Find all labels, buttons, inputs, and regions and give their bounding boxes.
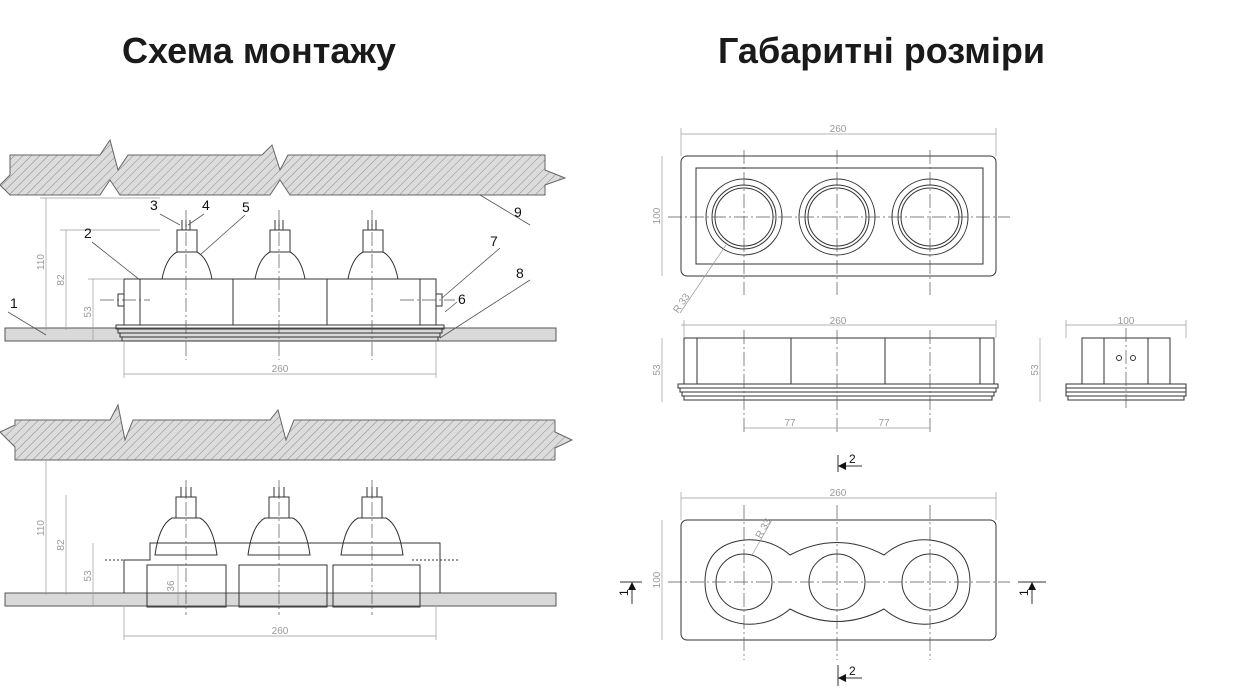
dim-260-view-front: 260 bbox=[830, 316, 847, 327]
callouts: 1 2 3 4 5 6 7 8 9 bbox=[7, 194, 531, 339]
view-front: 260 53 77 77 bbox=[652, 316, 999, 435]
section-1-right: 1 bbox=[1017, 589, 1031, 596]
lamp-3-top bbox=[347, 220, 399, 280]
callout-6: 6 bbox=[458, 291, 466, 307]
dim-82-bottom: 82 bbox=[56, 539, 67, 551]
fixture-body-top bbox=[123, 278, 437, 326]
callout-1: 1 bbox=[10, 295, 18, 311]
title-overall-dimensions: Габаритні розміри bbox=[718, 30, 1045, 71]
dim-260-bottom: 260 bbox=[272, 626, 289, 637]
callout-9: 9 bbox=[514, 204, 522, 220]
installation-bottom: 110 82 53 36 260 bbox=[0, 403, 574, 640]
ceiling-board-bottom bbox=[4, 592, 557, 607]
callout-5: 5 bbox=[242, 199, 250, 215]
callout-8: 8 bbox=[516, 265, 524, 281]
title-mounting-scheme: Схема монтажу bbox=[122, 30, 396, 71]
dim-36-bottom: 36 bbox=[166, 580, 177, 592]
dim-53-view-side: 53 bbox=[1030, 364, 1041, 376]
dim-77-right: 77 bbox=[878, 418, 890, 429]
lamp-2-top bbox=[254, 220, 306, 280]
callout-2: 2 bbox=[84, 225, 92, 241]
dim-100-view-bottom: 100 bbox=[652, 571, 663, 588]
dim-110-top: 110 bbox=[36, 254, 47, 270]
dim-100-view-side: 100 bbox=[1118, 316, 1135, 327]
dim-53-top: 53 bbox=[83, 306, 94, 318]
section-2-upper: 2 bbox=[849, 452, 856, 466]
dim-82-top: 82 bbox=[56, 274, 67, 286]
dim-260-view-top: 260 bbox=[830, 124, 847, 135]
dim-77-left: 77 bbox=[784, 418, 796, 429]
dim-260-top: 260 bbox=[272, 364, 289, 375]
callout-3: 3 bbox=[150, 197, 158, 213]
section-markers: 2 2 1 1 bbox=[617, 452, 1046, 686]
lamp-1-top bbox=[161, 220, 213, 280]
view-side: 100 53 bbox=[1030, 316, 1187, 410]
ceiling-slab-bottom bbox=[0, 403, 574, 461]
ceiling-board-top bbox=[4, 327, 557, 342]
section-2-lower: 2 bbox=[849, 664, 856, 678]
view-bottom: 260 100 R 33 bbox=[652, 488, 1010, 660]
dim-53-view-front: 53 bbox=[652, 364, 663, 376]
dim-53-bottom: 53 bbox=[83, 570, 94, 582]
dim-110-bottom: 110 bbox=[36, 520, 47, 536]
callout-4: 4 bbox=[202, 197, 210, 213]
dim-260-view-bottom: 260 bbox=[830, 488, 847, 499]
installation-top: 110 82 53 260 1 2 3 4 5 6 7 8 9 bbox=[0, 138, 567, 378]
section-1-left: 1 bbox=[617, 589, 631, 596]
dim-100-view-top: 100 bbox=[652, 207, 663, 224]
view-top: 260 100 R 33 bbox=[652, 124, 1010, 315]
callout-7: 7 bbox=[490, 233, 498, 249]
dim-r33-view-top: R 33 bbox=[671, 291, 692, 315]
ceiling-slab-top bbox=[0, 138, 567, 196]
